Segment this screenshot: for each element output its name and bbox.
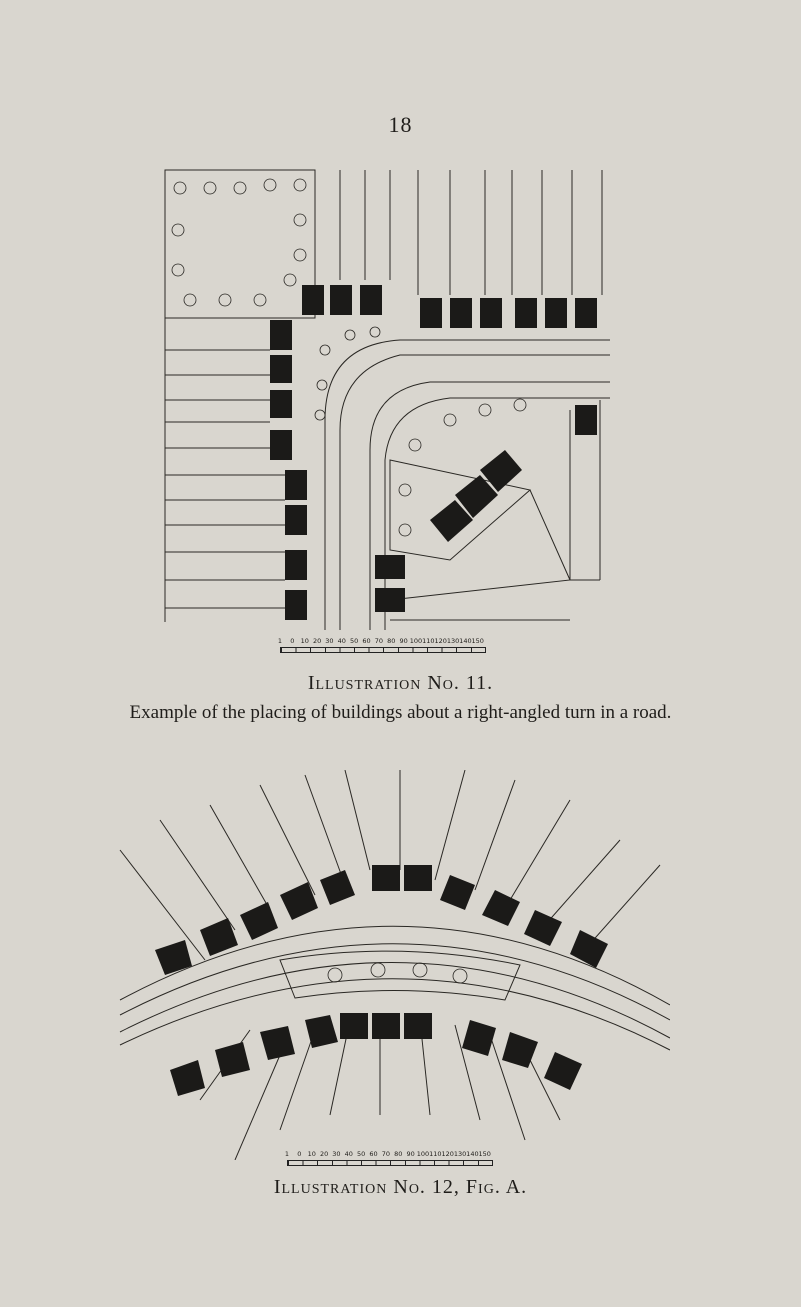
description-illustration-11: Example of the placing of buildings abou… xyxy=(129,702,672,723)
scale-label: 100 xyxy=(409,637,423,645)
scale-label: 50 xyxy=(357,1150,366,1158)
scale-bar-ticks xyxy=(280,647,486,653)
scale-label: 1 xyxy=(277,637,283,645)
scale-bar-12: 1 0 10 20 30 40 50 60 70 80 90 100 110 1… xyxy=(284,1150,493,1168)
scale-label: 30 xyxy=(325,637,334,645)
scale-label: 150 xyxy=(471,637,484,645)
scale-label: 130 xyxy=(446,637,460,645)
scale-label: 0 xyxy=(297,1150,302,1158)
scale-label: 10 xyxy=(307,1150,316,1158)
scale-label: 110 xyxy=(429,1150,442,1158)
scale-label: 140 xyxy=(459,637,472,645)
scale-bar-11: 1 0 10 20 30 40 50 60 70 80 90 100 110 1… xyxy=(277,637,486,655)
scale-label: 120 xyxy=(441,1150,454,1158)
scale-label: 130 xyxy=(453,1150,467,1158)
plan-illustration-11 xyxy=(164,169,610,630)
scale-label: 60 xyxy=(369,1150,378,1158)
scale-label: 150 xyxy=(478,1150,491,1158)
caption-illustration-11: Illustration No. 11. xyxy=(0,672,801,695)
scale-label: 40 xyxy=(344,1150,353,1158)
scale-label: 30 xyxy=(332,1150,341,1158)
scale-label: 90 xyxy=(406,1150,415,1158)
plan-illustration-12 xyxy=(119,770,670,1160)
scale-label: 120 xyxy=(434,637,447,645)
scale-label: 70 xyxy=(381,1150,391,1158)
scale-label: 100 xyxy=(416,1150,430,1158)
page-number: 18 xyxy=(388,112,413,137)
scale-label: 50 xyxy=(350,637,359,645)
open-space xyxy=(164,169,316,319)
scale-label: 110 xyxy=(422,637,435,645)
scale-label: 20 xyxy=(319,1150,329,1158)
trees-group xyxy=(327,962,468,984)
scale-label: 10 xyxy=(300,637,309,645)
scale-label: 70 xyxy=(374,637,384,645)
trees-group xyxy=(171,178,527,537)
scale-label: 0 xyxy=(290,637,295,645)
scale-label: 60 xyxy=(362,637,371,645)
scale-bar-ticks xyxy=(287,1160,493,1166)
road-edge-outer xyxy=(369,381,610,630)
buildings-group xyxy=(270,285,597,620)
caption-text: Illustration No. 12, Fig. A. xyxy=(273,1176,528,1198)
scale-label: 80 xyxy=(394,1150,403,1158)
caption-illustration-12: Illustration No. 12, Fig. A. xyxy=(0,1176,801,1199)
road-edge-inner xyxy=(339,354,610,630)
road-edge-lower xyxy=(119,961,670,1039)
road-edge-upper xyxy=(119,925,670,1006)
central-green xyxy=(279,950,521,1001)
scale-label: 20 xyxy=(312,637,322,645)
scale-label: 1 xyxy=(284,1150,290,1158)
buildings-group xyxy=(155,865,608,1096)
scale-label: 90 xyxy=(399,637,408,645)
scale-label: 80 xyxy=(387,637,396,645)
caption-text: Illustration No. 11. xyxy=(307,672,494,694)
scale-label: 140 xyxy=(466,1150,479,1158)
scale-label: 40 xyxy=(337,637,346,645)
